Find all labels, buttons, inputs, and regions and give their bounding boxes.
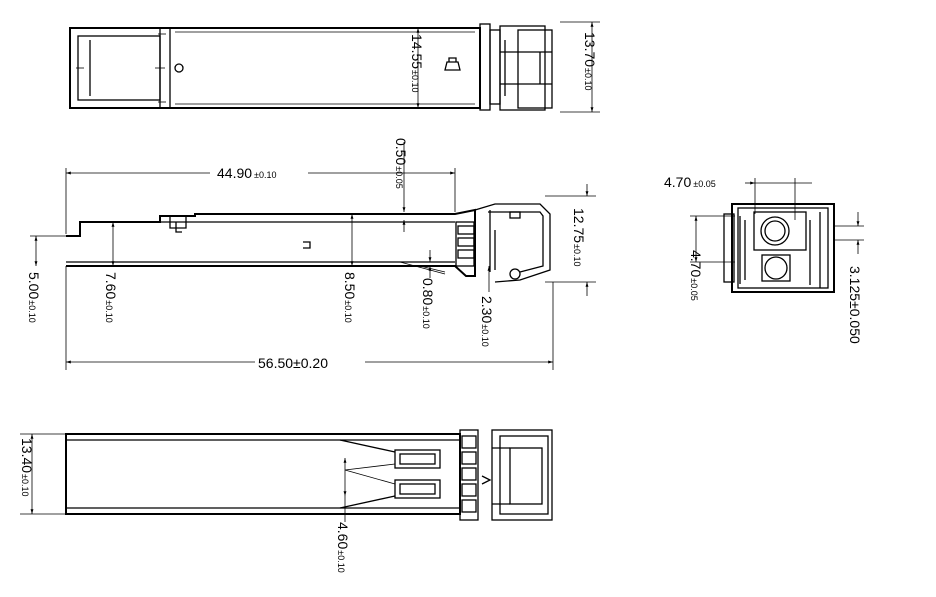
dim-44-90: 44.90±0.10 (217, 165, 277, 181)
bottom-view-contact-upper (394, 449, 441, 469)
side-view-bail (474, 203, 551, 283)
dim-4-70-vertical: 4.70±0.05 (688, 250, 704, 301)
dim-4-60: 4.60±0.10 (335, 522, 351, 573)
side-view-body (66, 208, 476, 277)
dim-14-55: 14.55±0.10 (409, 34, 425, 93)
bottom-view-polarity-icon (481, 475, 492, 485)
bottom-view-bail (491, 429, 553, 521)
dim-8-50: 8.50±0.10 (342, 272, 358, 323)
dim-0-50: 0.50±0.05 (393, 138, 409, 189)
end-view-port-lower (764, 256, 788, 280)
bottom-view-contact-lower (394, 479, 441, 499)
end-view-outline (731, 203, 835, 293)
side-view-label-icon (303, 241, 311, 249)
dim-56-50: 56.50±0.20 (258, 355, 328, 371)
top-view: 14.55±0.10 13.70±0.10 (69, 21, 600, 113)
dim-5-00: 5.00±0.10 (26, 272, 42, 323)
dim-0-80: 0.80±0.10 (420, 278, 436, 329)
top-view-hole (174, 63, 184, 73)
dim-3-125: 3.125±0.050 (847, 266, 863, 344)
end-view-port-upper (760, 216, 790, 246)
side-view: 44.90±0.10 0.50±0.05 12.75±0.10 5.00±0.1… (26, 138, 596, 371)
bottom-view: 13.40±0.10 4.60±0.10 (19, 429, 553, 573)
side-view-latch (169, 216, 187, 229)
dim-13-40: 13.40±0.10 (19, 438, 35, 497)
bottom-view-body (65, 433, 461, 515)
dim-4-70-horizontal: 4.70±0.05 (664, 174, 716, 190)
dim-7-60: 7.60±0.10 (103, 272, 119, 323)
dim-13-70: 13.70±0.10 (582, 32, 598, 91)
dim-2-30: 2.30±0.10 (479, 296, 495, 347)
top-view-bail (499, 25, 546, 111)
dim-12-75: 12.75±0.10 (571, 208, 587, 267)
end-view: 4.70±0.05 4.70±0.05 3.125±0.050 (664, 174, 864, 344)
top-view-marker-icon (444, 57, 461, 71)
